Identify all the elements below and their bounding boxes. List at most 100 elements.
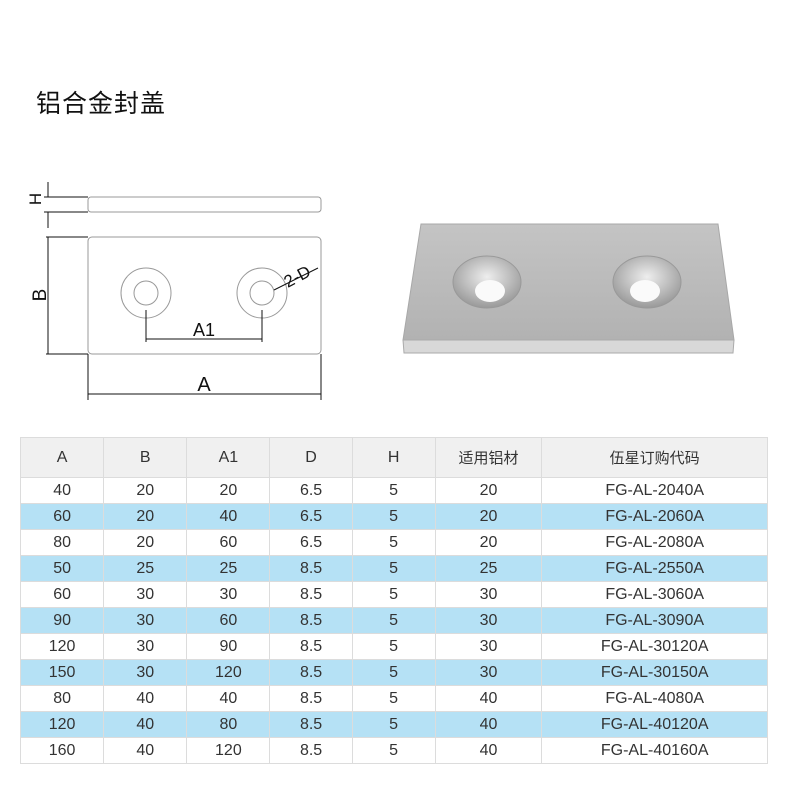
table-cell: FG-AL-4080A — [541, 685, 768, 712]
table-cell: 25 — [186, 555, 271, 582]
table-cell: 8.5 — [269, 555, 353, 582]
table-cell: 40 — [186, 503, 271, 530]
table-cell: 30 — [103, 633, 188, 660]
product-photo — [402, 223, 735, 354]
table-cell: 40 — [434, 737, 543, 764]
table-cell: 60 — [186, 529, 271, 556]
hole-right — [612, 255, 682, 309]
table-cell: 30 — [434, 659, 543, 686]
table-cell: 160 — [19, 737, 105, 764]
table-cell: 5 — [351, 607, 436, 634]
table-cell: 40 — [434, 711, 543, 738]
table-cell: 6.5 — [269, 529, 353, 556]
table-cell: 120 — [186, 659, 271, 686]
table-cell: 8.5 — [269, 711, 353, 738]
page-title: 铝合金封盖 — [36, 89, 167, 118]
table-cell: FG-AL-2080A — [541, 529, 768, 556]
table-cell: 8.5 — [269, 633, 353, 660]
table-cell: 30 — [434, 633, 543, 660]
table-cell: 120 — [186, 737, 271, 764]
table-cell: 5 — [351, 633, 436, 660]
table-cell: 40 — [434, 685, 543, 712]
table-cell: 40 — [103, 711, 188, 738]
table-cell: FG-AL-2550A — [541, 555, 768, 582]
table-cell: FG-AL-30120A — [541, 633, 768, 660]
table-cell: 5 — [351, 477, 436, 504]
top-view — [87, 236, 322, 355]
table-cell: 50 — [19, 555, 105, 582]
table-cell: 8.5 — [269, 737, 353, 764]
table-cell: 6.5 — [269, 477, 353, 504]
table-cell: 20 — [434, 529, 543, 556]
column-header: A1 — [186, 437, 271, 478]
label-h: H — [26, 193, 45, 205]
side-view — [87, 196, 322, 213]
table-cell: 120 — [19, 633, 105, 660]
table-cell: 5 — [351, 737, 436, 764]
label-b: B — [30, 289, 51, 302]
table-cell: 60 — [186, 607, 271, 634]
table-cell: 5 — [351, 581, 436, 608]
label-a1: A1 — [193, 320, 215, 340]
table-cell: 80 — [19, 529, 105, 556]
table-cell: 150 — [19, 659, 105, 686]
column-header: B — [103, 437, 188, 478]
table-cell: 25 — [103, 555, 188, 582]
table-cell: 80 — [186, 711, 271, 738]
table-cell: FG-AL-2040A — [541, 477, 768, 504]
table-cell: 20 — [186, 477, 271, 504]
label-a: A — [197, 374, 211, 396]
table-cell: 5 — [351, 685, 436, 712]
table-cell: FG-AL-30150A — [541, 659, 768, 686]
column-header: A — [19, 437, 105, 478]
column-header: 适用铝材 — [434, 437, 543, 478]
table-cell: 5 — [351, 503, 436, 530]
table-cell: 30 — [434, 607, 543, 634]
table-cell: 8.5 — [269, 581, 353, 608]
table-cell: 5 — [351, 711, 436, 738]
table-cell: 60 — [19, 503, 105, 530]
table-cell: FG-AL-2060A — [541, 503, 768, 530]
table-cell: 5 — [351, 659, 436, 686]
table-cell: 30 — [434, 581, 543, 608]
table-cell: 40 — [19, 477, 105, 504]
column-header: D — [269, 437, 353, 478]
table-cell: 120 — [19, 711, 105, 738]
hole-left — [452, 255, 522, 309]
table-cell: FG-AL-40120A — [541, 711, 768, 738]
column-header: 伍星订购代码 — [541, 437, 768, 478]
table-cell: 30 — [186, 581, 271, 608]
table-cell: 5 — [351, 529, 436, 556]
table-cell: 8.5 — [269, 607, 353, 634]
table-cell: FG-AL-40160A — [541, 737, 768, 764]
label-2d: 2-D — [281, 262, 314, 292]
table-cell: 5 — [351, 555, 436, 582]
table-cell: 6.5 — [269, 503, 353, 530]
table-cell: 30 — [103, 659, 188, 686]
table-cell: 90 — [19, 607, 105, 634]
table-cell: 8.5 — [269, 659, 353, 686]
table-cell: 60 — [19, 581, 105, 608]
table-cell: FG-AL-3090A — [541, 607, 768, 634]
table-cell: 30 — [103, 581, 188, 608]
table-cell: 20 — [103, 503, 188, 530]
table-cell: 8.5 — [269, 685, 353, 712]
table-cell: 80 — [19, 685, 105, 712]
table-cell: 20 — [103, 477, 188, 504]
table-cell: 90 — [186, 633, 271, 660]
table-cell: 20 — [434, 503, 543, 530]
technical-drawing: H B A1 A 2-D — [26, 182, 322, 400]
table-cell: FG-AL-3060A — [541, 581, 768, 608]
